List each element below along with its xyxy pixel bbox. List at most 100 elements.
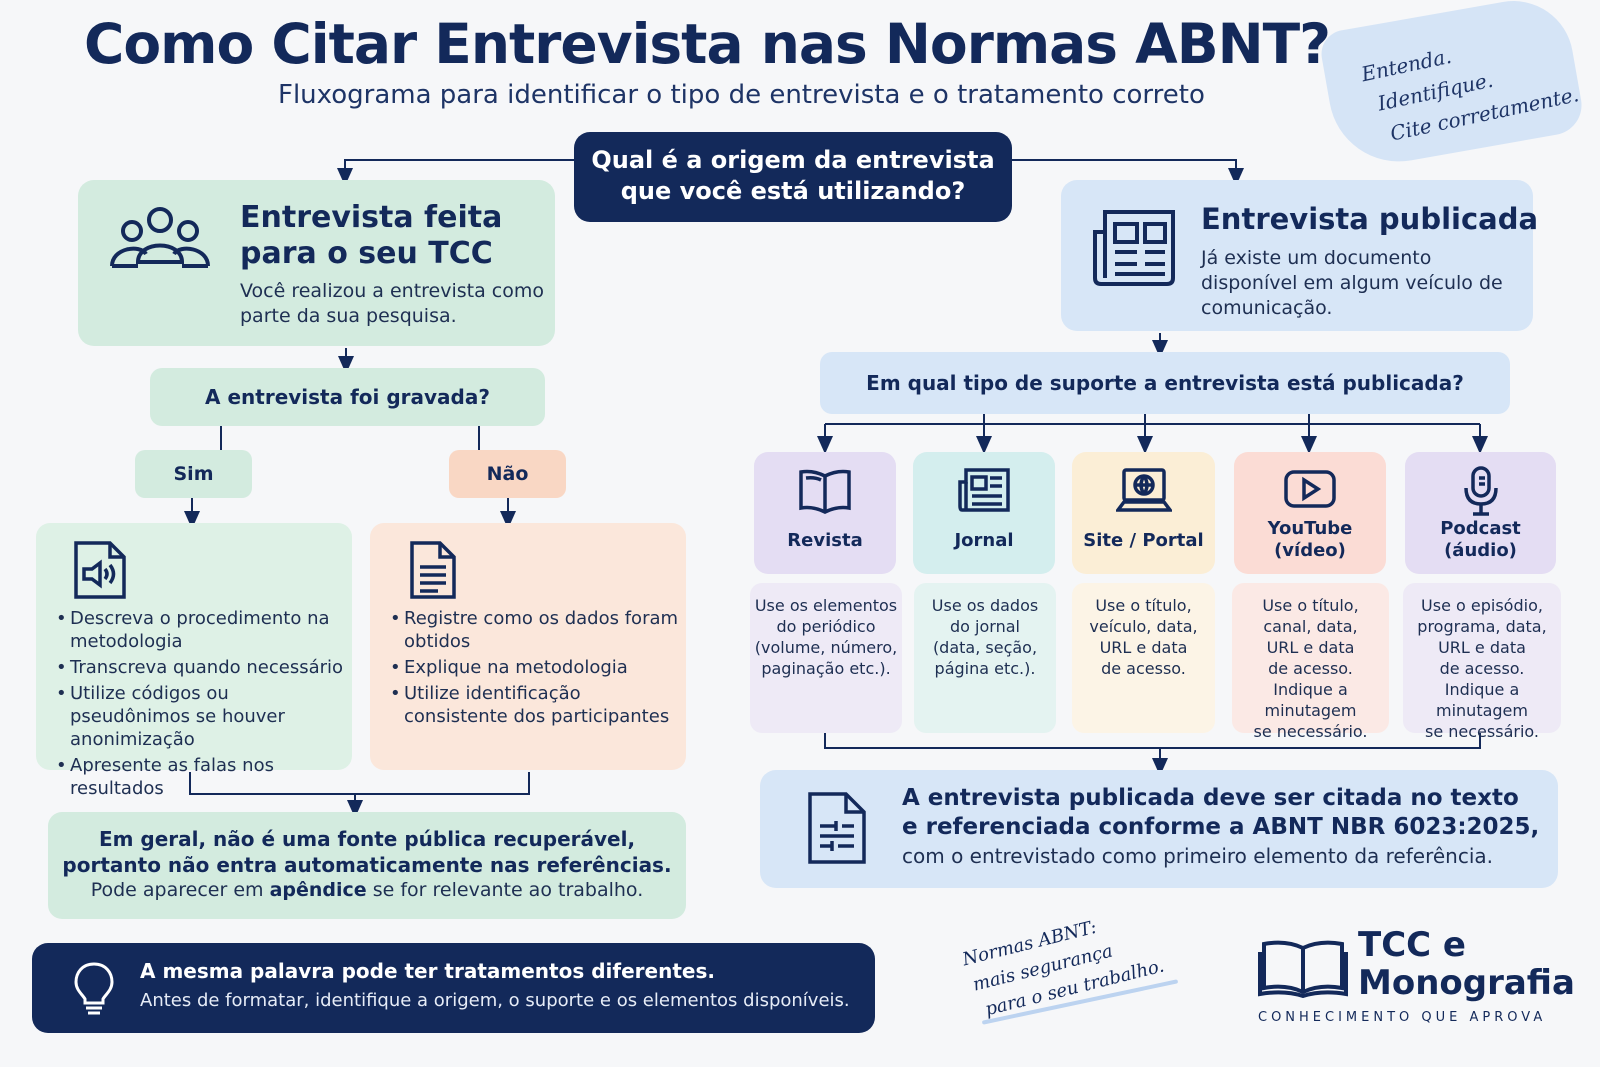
card-entrevista-tcc: Entrevista feita para o seu TCC Você rea… [78, 180, 555, 346]
nao-bullet-list: Registre como os dados foram obtidos Exp… [390, 607, 685, 731]
result-tcc-suffix: se for relevante ao trabalho. [372, 879, 644, 901]
media-card-youtube: YouTube (vídeo) [1234, 452, 1386, 574]
media-label-youtube-1: YouTube [1267, 518, 1353, 539]
media-card-podcast: Podcast (áudio) [1405, 452, 1556, 574]
users-icon [110, 207, 210, 268]
card-tcc-title-line-2: para o seu TCC [240, 236, 493, 271]
desc-line: página etc.). [934, 659, 1036, 678]
result-tcc-bold: Em geral, não é uma fonte pública recupe… [48, 826, 686, 878]
card-entrevista-publicada: Entrevista publicada Já existe um docume… [1061, 180, 1538, 331]
logo-line-1: TCC e [1358, 925, 1466, 965]
desc-line: canal, data, [1263, 617, 1358, 636]
newspaper-icon [1093, 210, 1175, 286]
media-label-podcast-2: (áudio) [1444, 540, 1517, 561]
card-tcc-title: Entrevista feita para o seu TCC [240, 200, 550, 272]
list-item: Explique na metodologia [390, 656, 685, 679]
desc-line: Use o título, [1095, 596, 1192, 615]
media-card-revista: Revista [754, 452, 896, 574]
list-item: Registre como os dados foram obtidos [390, 607, 685, 653]
result-tcc: Em geral, não é uma fonte pública recupe… [48, 812, 686, 919]
desc-line: se necessário. [1253, 722, 1368, 741]
result-publicada-line-3: com o entrevistado como primeiro element… [902, 844, 1494, 868]
list-item: Descreva o procedimento na metodologia [56, 607, 351, 653]
media-label-revista: Revista [787, 530, 863, 551]
desc-line: Indique a minutagem [1436, 680, 1528, 720]
main-question-line-1: Qual é a origem da entrevista [591, 146, 995, 174]
desc-line: de acesso. [1268, 659, 1353, 678]
result-publicada-line-1: A entrevista publicada deve ser citada n… [902, 785, 1519, 811]
open-book-icon [1258, 940, 1348, 998]
desc-line: do periódico [776, 617, 876, 636]
desc-line: Use os elementos [754, 596, 898, 615]
media-desc-jornal: Use os dados do jornal (data, seção, pág… [914, 583, 1056, 733]
tip-banner: A mesma palavra pode ter tratamentos dif… [32, 943, 875, 1033]
result-tcc-apendice: apêndice [269, 879, 367, 901]
result-publicada-line-2: e referenciada conforme a ABNT NBR 6023:… [902, 814, 1540, 840]
media-desc-site: Use o título, veículo, data, URL e data … [1072, 583, 1215, 733]
card-publicada-title: Entrevista publicada [1201, 202, 1539, 236]
desc-line: programa, data, [1417, 617, 1547, 636]
list-item: Apresente as falas nos resultados [56, 754, 351, 800]
desc-line: Use o título, [1262, 596, 1359, 615]
desc-line: de acesso. [1101, 659, 1186, 678]
media-card-site: Site / Portal [1072, 452, 1215, 574]
desc-line: se necessário. [1425, 722, 1539, 741]
logo-line-2: Monografia [1358, 963, 1575, 1003]
result-tcc-line-2: portanto não entra automaticamente nas r… [62, 853, 672, 877]
page-subtitle: Fluxograma para identificar o tipo de en… [278, 80, 1205, 110]
tip-line-1: A mesma palavra pode ter tratamentos dif… [140, 959, 715, 983]
result-tcc-prefix: Pode aparecer em [90, 879, 264, 901]
box-gravada-nao: Registre como os dados foram obtidos Exp… [370, 523, 686, 770]
logo-name: TCC e Monografia [1358, 926, 1578, 1002]
handwritten-note: Normas ABNT: mais segurança para o seu t… [960, 891, 1203, 1025]
result-publicada: A entrevista publicada deve ser citada n… [760, 770, 1558, 888]
desc-line: de acesso. [1439, 659, 1525, 678]
media-label-jornal: Jornal [954, 530, 1014, 551]
media-label-youtube: YouTube (vídeo) [1234, 518, 1386, 562]
document-icon [410, 541, 456, 599]
desc-line: (data, seção, [932, 638, 1038, 657]
result-tcc-line-3: Pode aparecer em apêndice se for relevan… [48, 877, 686, 903]
card-publicada-description: Já existe um documento disponível em alg… [1201, 247, 1503, 319]
answer-sim: Sim [135, 450, 252, 498]
question-gravada: A entrevista foi gravada? [150, 368, 545, 426]
media-label-podcast: Podcast (áudio) [1405, 518, 1556, 562]
tip-line-2: Antes de formatar, identifique a origem,… [140, 990, 850, 1011]
desc-line: (volume, número, [754, 638, 898, 657]
sim-bullet-list: Descreva o procedimento na metodologia T… [56, 607, 351, 803]
media-desc-youtube: Use o título, canal, data, URL e data de… [1232, 583, 1389, 741]
desc-line: veículo, data, [1089, 617, 1198, 636]
play-icon [1284, 470, 1336, 508]
desc-line: URL e data [1438, 638, 1526, 657]
lightbulb-icon [74, 962, 114, 1015]
desc-line: Indique a minutagem [1264, 680, 1357, 720]
result-tcc-line-1: Em geral, não é uma fonte pública recupe… [98, 827, 636, 851]
main-question-line-2: que você está utilizando? [620, 177, 966, 205]
microphone-icon [1463, 466, 1498, 516]
media-label-youtube-2: (vídeo) [1274, 540, 1346, 561]
laptop-globe-icon [1115, 468, 1172, 512]
desc-line: URL e data [1266, 638, 1355, 657]
card-tcc-title-line-1: Entrevista feita [240, 200, 503, 235]
media-card-jornal: Jornal [913, 452, 1055, 574]
list-item: Utilize identificação consistente dos pa… [390, 682, 685, 728]
file-text-icon [808, 792, 866, 864]
card-tcc-description: Você realizou a entrevista como parte da… [240, 280, 544, 327]
list-item: Transcreva quando necessário [56, 656, 351, 679]
result-publicada-bold: A entrevista publicada deve ser citada n… [902, 784, 1542, 842]
page-title: Como Citar Entrevista nas Normas ABNT? [84, 12, 1331, 76]
list-item: Utilize códigos ou pseudônimos se houver… [56, 682, 351, 751]
box-gravada-sim: Descreva o procedimento na metodologia T… [36, 523, 352, 799]
newspaper-icon [958, 468, 1010, 512]
question-suporte: Em qual tipo de suporte a entrevista est… [820, 352, 1510, 414]
desc-line: Use os dados [931, 596, 1039, 615]
logo-tagline: CONHECIMENTO QUE APROVA [1258, 1010, 1547, 1025]
desc-line: Use o episódio, [1421, 596, 1543, 615]
main-question: Qual é a origem da entrevista que você e… [574, 132, 1012, 222]
audio-file-icon [74, 541, 126, 599]
desc-line: URL e data [1099, 638, 1188, 657]
answer-nao: Não [449, 450, 566, 498]
book-icon [799, 469, 851, 514]
desc-line: paginação etc.). [761, 659, 891, 678]
media-desc-podcast: Use o episódio, programa, data, URL e da… [1403, 583, 1561, 741]
